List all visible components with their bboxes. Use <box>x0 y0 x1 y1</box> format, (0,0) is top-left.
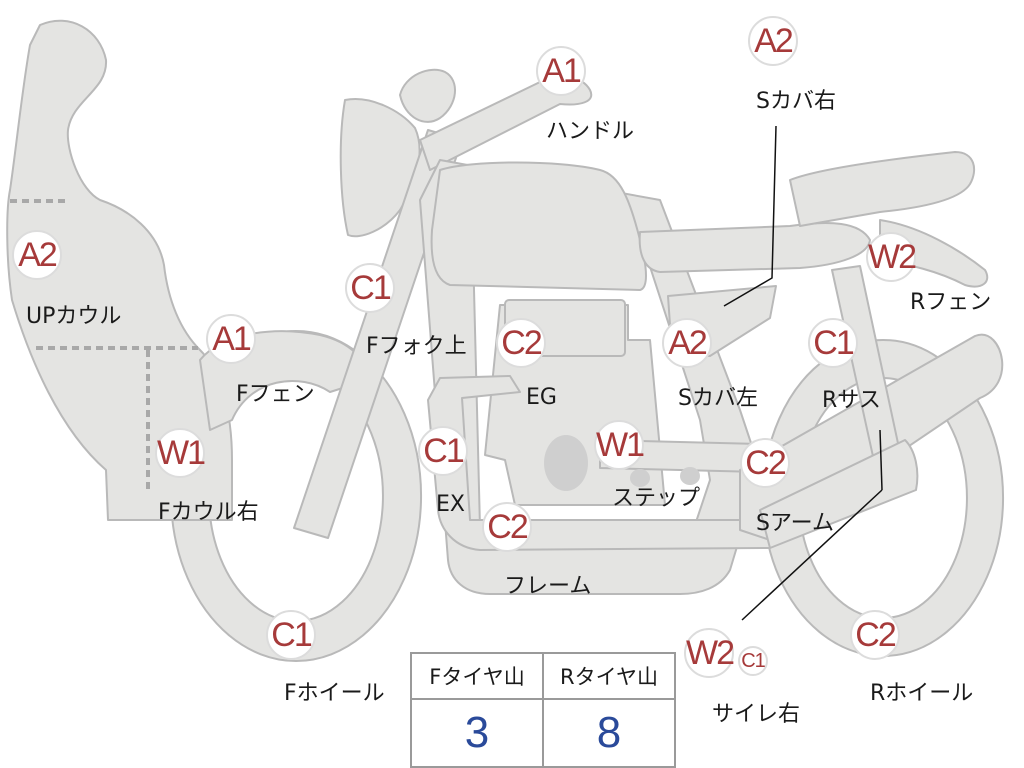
part-label: フレーム <box>504 574 592 599</box>
part-code-badge: C1 <box>418 426 468 476</box>
part-label: ハンドル <box>546 119 635 144</box>
part-code-badge: C2 <box>740 438 790 488</box>
part-label: EG <box>526 385 557 410</box>
part-code-badge: A2 <box>748 16 798 66</box>
part-code-badge: A2 <box>12 230 62 280</box>
part-label: Sアーム <box>756 511 834 536</box>
table-header-row: Fタイヤ山 Rタイヤ山 <box>410 652 676 700</box>
cowl-shape <box>6 19 233 521</box>
part-code-badge: A1 <box>536 46 586 96</box>
part-label: Fフォク上 <box>366 334 467 359</box>
leader-line <box>879 429 883 491</box>
engine-detail-shape <box>544 435 588 491</box>
part-label: Fカウル右 <box>158 500 259 525</box>
part-code-badge: W1 <box>594 420 645 470</box>
tail-shape <box>789 151 976 227</box>
leader-line <box>723 125 777 307</box>
fuel-tank-shape <box>430 161 647 291</box>
part-code-badge: C2 <box>496 318 546 368</box>
part-label: Sカバ右 <box>756 89 836 114</box>
part-label: EX <box>436 492 465 517</box>
part-label: ステップ <box>612 486 701 511</box>
table-row: 3 8 <box>410 698 676 768</box>
footpeg-right-shape <box>680 467 700 485</box>
part-label: Rホイール <box>870 681 974 706</box>
part-label: Fホイール <box>284 681 385 706</box>
part-code-badge: W2 <box>684 628 735 678</box>
part-label: サイレ右 <box>712 702 801 727</box>
part-code-badge: C2 <box>482 502 532 552</box>
part-label: Sカバ左 <box>678 386 758 411</box>
part-code-badge: C1 <box>266 610 316 660</box>
front-tire-header: Fタイヤ山 <box>410 652 544 700</box>
part-label: Fフェン <box>236 382 315 407</box>
part-code-badge: W1 <box>155 428 206 478</box>
headlight-shape <box>339 98 421 238</box>
leader-line <box>741 489 883 621</box>
mirror-shape <box>399 68 457 123</box>
silencer-shape <box>759 439 919 549</box>
part-code-badge: C1 <box>808 318 858 368</box>
part-code-badge: A2 <box>662 318 712 368</box>
part-label: Rサス <box>822 388 881 413</box>
part-label: UPカウル <box>26 304 122 329</box>
part-code-badge-secondary: C1 <box>738 646 768 676</box>
part-code-badge: W2 <box>866 232 917 282</box>
tire-tread-table: Fタイヤ山 Rタイヤ山 3 8 <box>410 652 676 768</box>
front-tire-value: 3 <box>410 698 544 768</box>
rear-tire-value: 8 <box>542 698 676 768</box>
seat-shape <box>638 221 871 273</box>
part-code-badge: C1 <box>345 263 395 313</box>
rear-tire-header: Rタイヤ山 <box>542 652 676 700</box>
footpeg-left-shape <box>630 469 650 487</box>
part-code-badge: A1 <box>206 314 256 364</box>
part-label: Rフェン <box>910 290 992 315</box>
part-code-badge: C2 <box>850 610 900 660</box>
